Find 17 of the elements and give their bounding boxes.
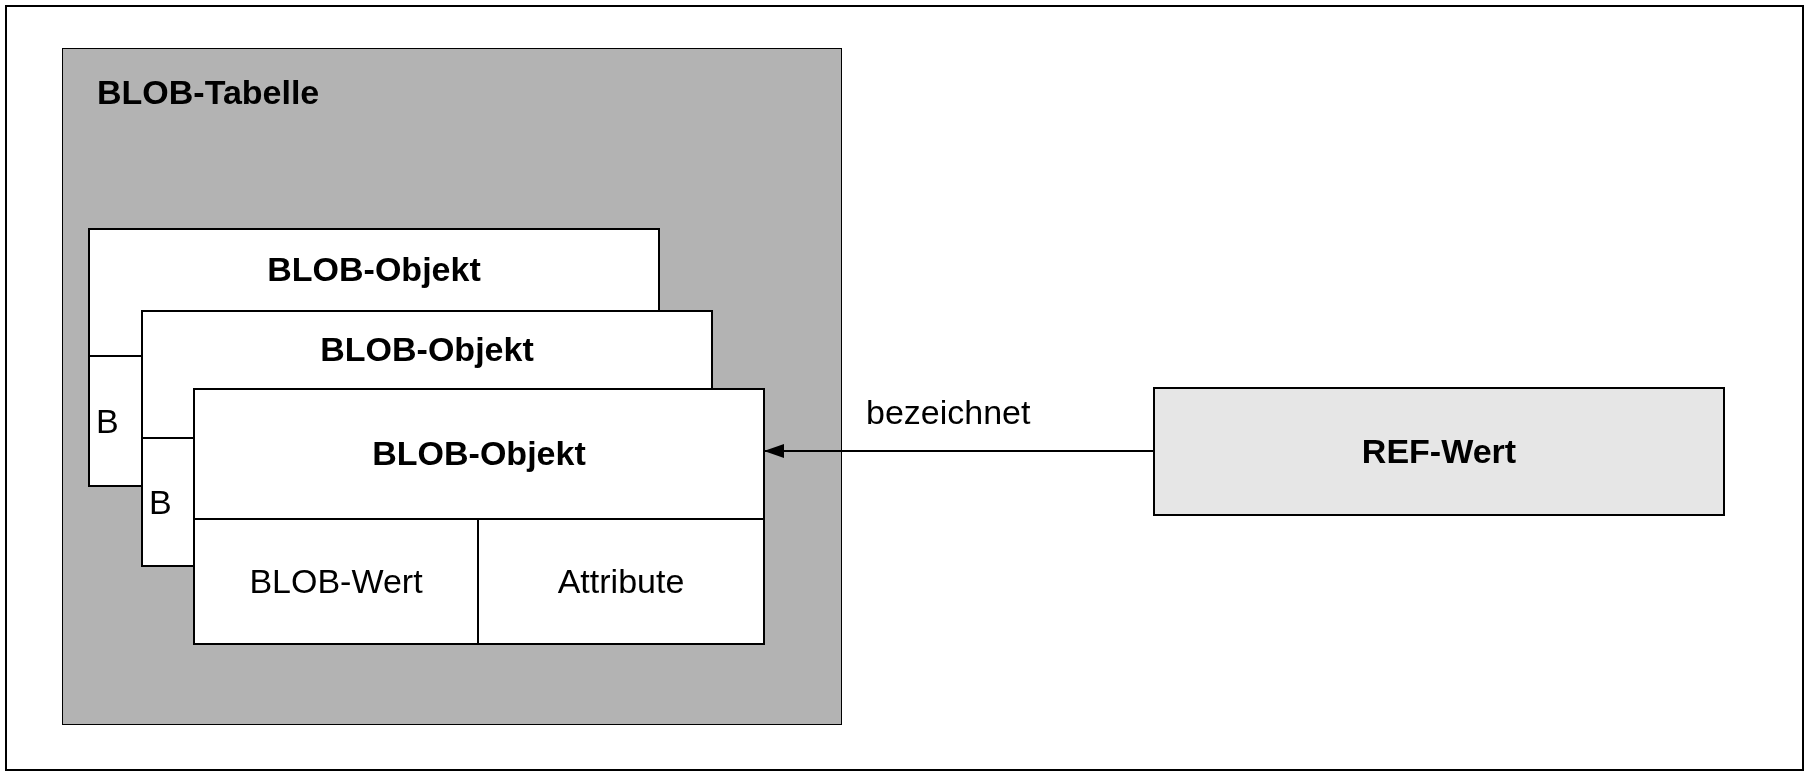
reference-label: REF-Wert	[1361, 432, 1517, 471]
card-heading: BLOB-Objekt	[372, 435, 586, 473]
object-card-header	[88, 228, 660, 310]
cell-text: Attribute	[557, 562, 685, 601]
cell-text: B	[149, 482, 172, 522]
object-card-header	[141, 310, 713, 388]
panel-title: BLOB-Tabelle	[97, 73, 320, 112]
card-heading: BLOB-Objekt	[267, 251, 481, 289]
reference-box	[1153, 387, 1725, 516]
object-card	[193, 388, 765, 645]
object-card-edge	[88, 310, 141, 487]
card-heading: BLOB-Objekt	[320, 331, 534, 369]
cell-text: BLOB-Wert	[249, 562, 423, 601]
object-card-edge	[141, 388, 193, 567]
arrow	[763, 444, 1154, 458]
cell-text: B	[96, 401, 119, 441]
table-panel	[62, 48, 842, 725]
